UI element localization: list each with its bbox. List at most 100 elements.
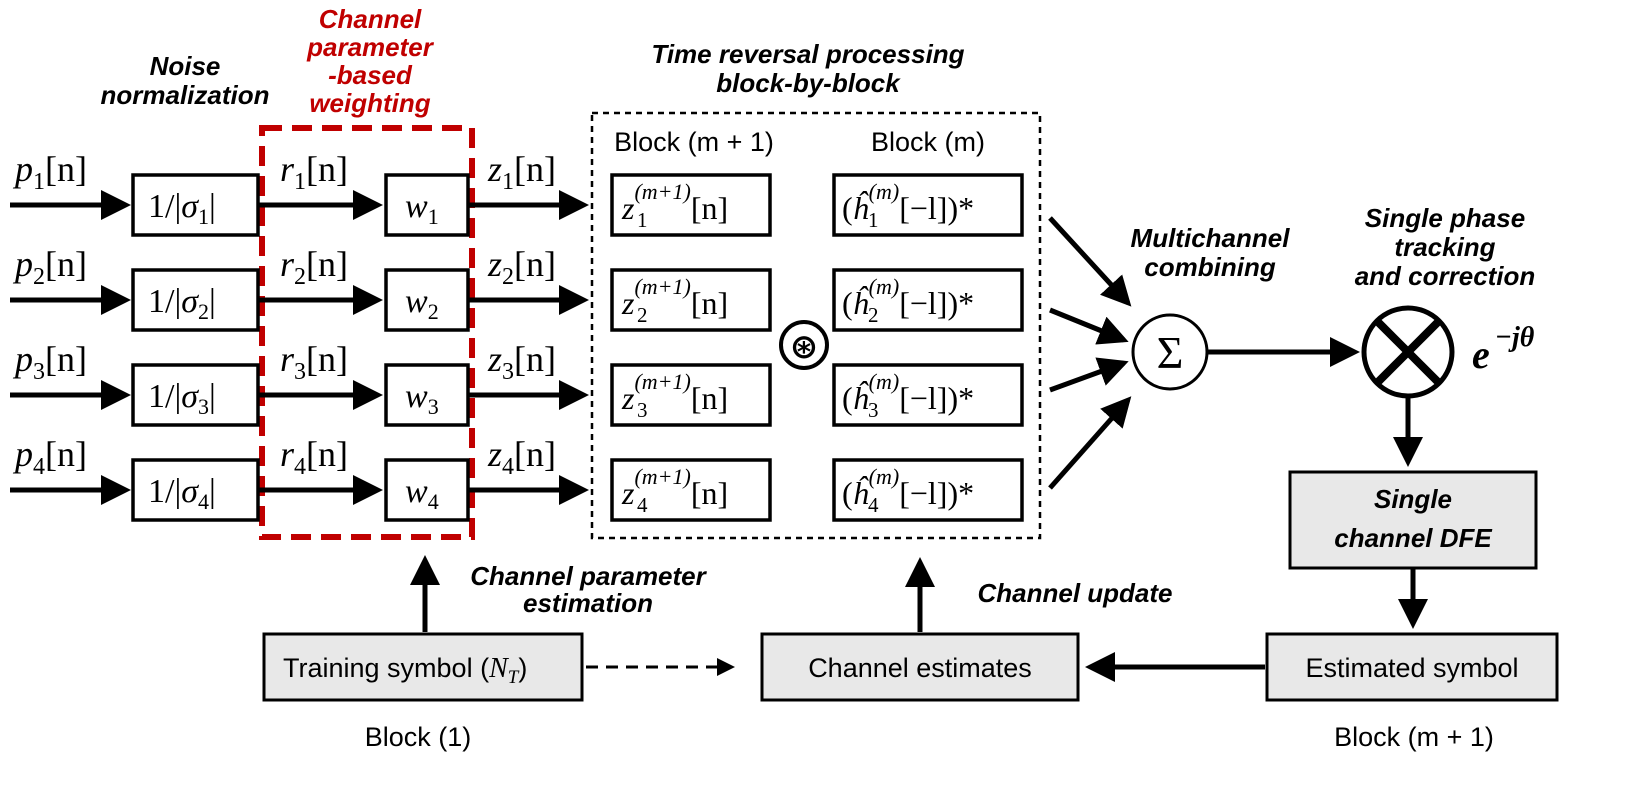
phase-factor-label: e −jθ [1472,322,1535,377]
next-block-box-1 [610,173,772,237]
next-block-index-4: 4 [637,493,648,517]
multichannel-heading: Multichannel combining [1131,223,1291,282]
time-reversal-heading: Time reversal processing block-by-block [651,39,964,98]
noise-heading-line2: normalization [100,80,269,110]
combining-arrows [1048,216,1132,490]
channel-row-2: p2[n] 1/|σ2| r2[n] w2 z2[n] z(m+1)[n]2 (ĥ(m)[−… [10,244,1024,332]
weight-box-3 [384,363,470,427]
convolution-glyph: ⊛ [790,327,819,367]
noise-norm-box-1 [131,173,260,237]
time-reversal-heading-line1: Time reversal processing [651,39,964,69]
next-block-box-3 [610,363,772,427]
channel-est-box-2 [832,268,1024,332]
input-label-p4: p4[n] [12,434,87,480]
phase-factor-base: e [1472,332,1490,377]
next-block-box-2 [610,268,772,332]
noise-heading-line1: Noise [150,51,221,81]
next-block-index-2: 2 [637,303,648,327]
dfe-label-line1: Single [1374,484,1452,514]
multichannel-heading-line1: Multichannel [1131,223,1291,253]
channel-rows: p1[n]1/|σ1|r1[n]w1z1[n]z(m+1)[n]1(ĥ(m)[−… [10,149,1024,522]
weight-label-w4: w4 [405,473,439,514]
convolution-symbol: ⊛ [779,320,829,370]
channel-est-box-1 [832,173,1024,237]
noise-norm-box-4 [131,458,260,522]
training-symbol-n: N [488,653,509,684]
time-reversal-box [590,111,1042,540]
channel-est-index-4: 4 [868,493,879,517]
next-block-label-3: z(m+1)[n] [621,369,728,416]
next-block-index-1: 1 [637,208,648,232]
dfe-label-line2: channel DFE [1334,523,1492,553]
weighting-heading-line4: weighting [309,88,430,118]
next-block-index-3: 3 [637,398,648,422]
channel-row-4: p4[n]1/|σ4|r4[n]w4z4[n]z(m+1)[n]4(ĥ(m)[−… [10,434,1024,522]
time-reversal-heading-line2: block-by-block [716,68,901,98]
training-symbol-label: Training symbol (NT) [283,653,527,688]
footer-block-m1: Block (m + 1) [1334,722,1494,752]
multichannel-heading-line2: combining [1144,252,1276,282]
weight-box-1 [384,173,470,237]
channel-est-index-1: 1 [868,208,879,232]
phase-tracking-heading: Single phase tracking and correction [1355,203,1536,291]
weight-label-w2: w2 [405,283,439,324]
channel-est-label-4: (ĥ(m)[−l])* [842,464,974,511]
output-label-z1: z1[n] [487,149,556,195]
output-label-z2: z2[n] [487,244,556,290]
channel-est-box-4 [832,458,1024,522]
param-est-label-line1: Channel parameter [470,561,707,591]
weighting-highlight-box [259,125,475,540]
noise-norm-box-3 [131,363,260,427]
dfe-box [1288,470,1538,570]
weighted-label-r1: r1[n] [280,149,348,195]
output-label-z4: z4[n] [487,434,556,480]
phase-heading-line1: Single phase [1365,203,1525,233]
block-current-header: Block (m) [871,127,985,157]
weighting-heading: Channel parameter -based weighting [306,4,435,118]
channel-estimates-label: Channel estimates [808,653,1032,683]
channel-est-label-1: (ĥ(m)[−l])* [842,179,974,226]
sum-glyph: Σ [1157,327,1184,378]
channel-estimates-box [760,632,1080,702]
next-block-label-2: z(m+1)[n] [621,274,728,321]
channel-row-3: p3[n]1/|σ3|r3[n]w3z3[n]z(m+1)[n]3(ĥ(m)[−… [10,339,1024,427]
sum-node: Σ [1131,313,1209,391]
noise-norm-label-3: 1/|σ3| [148,378,216,419]
next-block-box-4 [610,458,772,522]
training-symbol-t: T [508,667,520,688]
channel-update-label: Channel update [977,578,1172,608]
next-block-label-4: z(m+1)[n] [621,464,728,511]
weighted-label-r2: r2[n] [280,244,348,290]
channel-est-box-3 [832,363,1024,427]
phase-heading-line3: and correction [1355,261,1536,291]
input-label-p2: p2[n] [12,244,87,290]
block-next-header: Block (m + 1) [614,127,774,157]
param-est-label-line2: estimation [523,588,653,618]
estimated-symbol-label: Estimated symbol [1305,653,1518,683]
phase-factor-exponent: −jθ [1495,322,1535,353]
estimated-symbol-box [1265,632,1559,702]
training-symbol-text: Training symbol ( [283,653,489,683]
weight-label-w3: w3 [405,378,439,419]
channel-est-index-3: 3 [868,398,879,422]
noise-norm-label-2: 1/|σ2| [148,283,216,324]
weight-label-w1: w1 [405,188,439,229]
weighted-label-r3: r3[n] [280,339,348,385]
noise-normalization-heading: Noise normalization [100,51,269,110]
training-symbol-box [262,632,584,702]
footer-block-1: Block (1) [365,722,472,752]
weighted-label-r4: r4[n] [280,434,348,480]
output-label-z3: z3[n] [487,339,556,385]
noise-norm-box-2 [131,268,260,332]
channel-est-label-2: (ĥ(m)[−l])* [842,274,974,321]
noise-norm-label-4: 1/|σ4| [148,473,216,514]
next-block-label-1: z(m+1)[n] [621,179,728,226]
phase-heading-line2: tracking [1394,232,1495,262]
input-label-p3: p3[n] [12,339,87,385]
channel-row-1: p1[n]1/|σ1|r1[n]w1z1[n]z(m+1)[n]1(ĥ(m)[−… [10,149,1024,237]
input-label-p1: p1[n] [12,149,87,195]
weighting-heading-line2: parameter [306,32,435,62]
phase-correction-node [1361,305,1455,399]
noise-norm-label-1: 1/|σ1| [148,188,216,229]
